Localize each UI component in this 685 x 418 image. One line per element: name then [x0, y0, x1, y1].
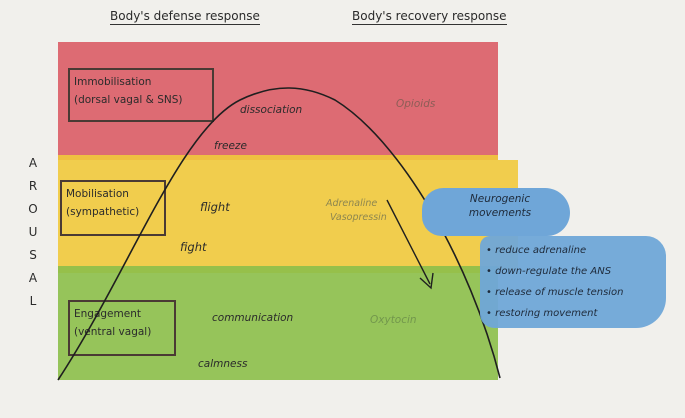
label-dissociation: dissociation [240, 104, 303, 116]
mobilisation-subtitle: (sympathetic) [66, 205, 140, 218]
label-communication: communication [212, 312, 294, 324]
list-item-text: release of muscle tension [495, 287, 624, 298]
axis-letter: R [28, 179, 38, 193]
list-item: • reduce adrenaline [486, 245, 587, 256]
immobilisation-box: Immobilisation (dorsal vagal & SNS) [68, 68, 214, 122]
axis-letter: L [29, 294, 37, 308]
label-adrenaline: Adrenaline [326, 198, 378, 209]
recovery-arrow-head [419, 272, 434, 290]
neurogenic-title: Neurogenic movements [440, 192, 560, 220]
neurogenic-title-line2: movements [468, 207, 532, 219]
label-flight: flight [200, 200, 230, 214]
mobilisation-box: Mobilisation (sympathetic) [60, 180, 166, 236]
engagement-box: Engagement (ventral vagal) [68, 300, 176, 356]
defense-response-heading: Body's defense response [110, 9, 260, 25]
axis-letter: A [28, 271, 38, 285]
label-oxytocin: Oxytocin [370, 314, 417, 326]
list-item-text: reduce adrenaline [495, 245, 587, 256]
list-item: • release of muscle tension [486, 287, 624, 298]
list-item: • down-regulate the ANS [486, 266, 612, 277]
label-opioids: Opioids [396, 98, 436, 110]
list-item-text: restoring movement [495, 308, 598, 319]
neurogenic-list-background [480, 236, 666, 328]
axis-letter: O [28, 202, 38, 216]
neurogenic-list: • reduce adrenaline • down-regulate the … [486, 240, 624, 324]
mobilisation-title: Mobilisation [66, 188, 129, 200]
list-item: • restoring movement [486, 308, 598, 319]
axis-letter: U [28, 225, 38, 239]
immobilisation-subtitle: (dorsal vagal & SNS) [74, 93, 183, 106]
label-vasopressin: Vasopressin [330, 212, 387, 223]
list-item-text: down-regulate the ANS [495, 266, 612, 277]
immobilisation-title: Immobilisation [74, 76, 152, 88]
engagement-zone [58, 266, 498, 380]
engagement-subtitle: (ventral vagal) [74, 325, 152, 338]
engagement-title: Engagement [74, 308, 141, 320]
label-calmness: calmness [198, 358, 248, 370]
axis-letter: A [28, 156, 38, 170]
neurogenic-cloud [422, 188, 570, 236]
neurogenic-title-line1: Neurogenic [469, 193, 531, 205]
label-freeze: freeze [214, 140, 247, 152]
recovery-arrow-line [386, 199, 431, 285]
arousal-axis-label: A R O U S A L [25, 152, 41, 313]
immobilisation-zone [58, 42, 498, 160]
axis-letter: S [29, 248, 37, 262]
label-fight: fight [180, 240, 207, 254]
recovery-response-heading: Body's recovery response [352, 9, 507, 25]
